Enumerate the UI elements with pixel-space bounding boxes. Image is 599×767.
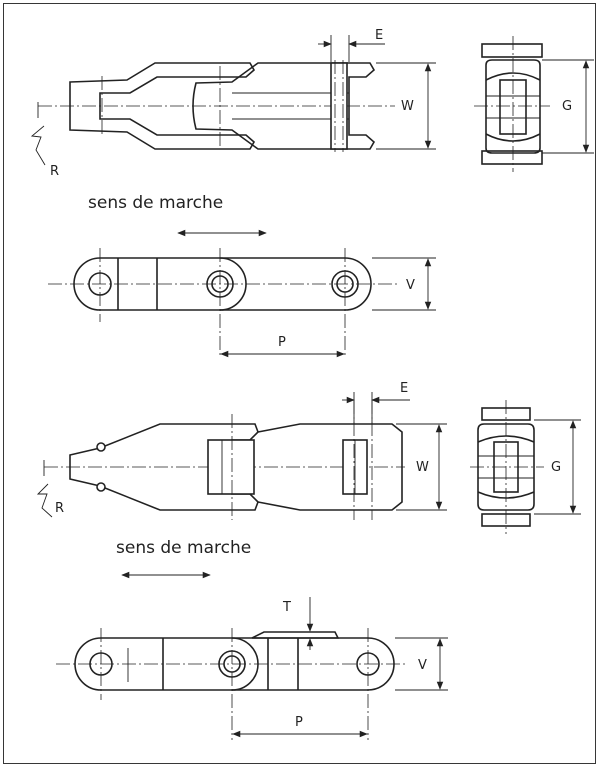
top-label-R: R [50, 164, 59, 179]
top-label-G: G [562, 99, 572, 114]
bottom-label-T: T [282, 600, 291, 615]
bottom-chain-plan-view: R [36, 400, 405, 520]
bottom-chain-side-view [56, 628, 405, 740]
top-label-E: E [375, 28, 383, 43]
bottom-dimension-W: W [396, 423, 447, 511]
top-label-W: W [401, 99, 414, 114]
bottom-label-R: R [55, 501, 64, 516]
bottom-dimension-P: P [232, 715, 368, 738]
sheet-border [3, 3, 596, 764]
bottom-label-G: G [551, 460, 561, 475]
top-label-P: P [278, 335, 286, 350]
top-dimension-G: G [542, 59, 594, 154]
bottom-dimension-T: T [282, 597, 342, 650]
bottom-dimension-E: E [342, 381, 410, 424]
bottom-label-E: E [400, 381, 408, 396]
bottom-chain-drawing: R E W [36, 381, 581, 740]
bottom-label-V: V [418, 658, 427, 673]
bottom-direction-caption: sens de marche [116, 538, 251, 558]
bottom-label-P: P [295, 715, 303, 730]
top-dimension-P: P [220, 335, 345, 358]
top-dimension-V: V [372, 257, 436, 311]
top-cross-section [474, 36, 550, 172]
bottom-dimension-V: V [395, 637, 448, 691]
top-chain-plan-view: R [30, 60, 395, 179]
top-dimension-E: E [318, 28, 385, 62]
bottom-dimension-G: G [534, 419, 581, 515]
top-direction-caption: sens de marche [88, 193, 223, 213]
top-label-V: V [406, 278, 415, 293]
bottom-cross-section [470, 400, 544, 534]
top-chain-side-view [48, 248, 400, 358]
top-chain-drawing: R E W [30, 28, 594, 358]
top-dimension-W: W [376, 62, 436, 150]
bottom-label-W: W [416, 460, 429, 475]
